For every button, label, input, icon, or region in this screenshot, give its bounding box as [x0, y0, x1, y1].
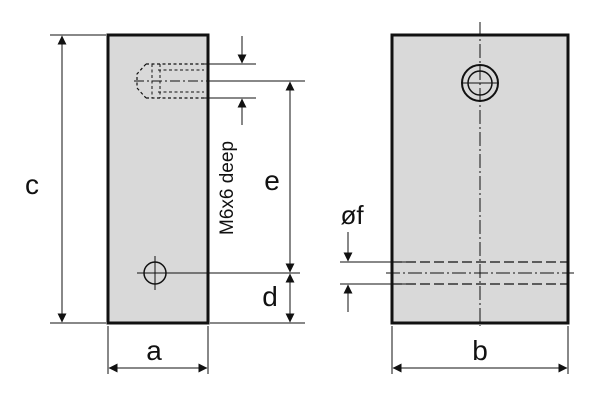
label-f: øf	[340, 200, 364, 230]
label-e: e	[264, 165, 280, 196]
front-view: øf b	[340, 22, 574, 374]
side-view: c a M6x6 deep e d	[25, 33, 305, 374]
dimension-f	[340, 232, 416, 312]
threaded-hole	[134, 63, 214, 99]
label-thread: M6x6 deep	[217, 141, 238, 235]
side-through-hole	[137, 256, 300, 290]
label-b: b	[472, 335, 488, 366]
label-d: d	[262, 281, 278, 312]
dimension-e	[214, 80, 305, 273]
front-through-hole	[386, 261, 574, 285]
front-threaded-hole	[461, 64, 499, 102]
dimension-thread	[204, 36, 256, 125]
label-a: a	[146, 335, 162, 366]
dimension-d	[210, 273, 305, 324]
dimension-b	[391, 326, 569, 374]
dimension-c	[50, 34, 106, 324]
label-c: c	[25, 169, 39, 200]
side-view-body	[106, 33, 210, 325]
dimension-a	[107, 326, 209, 374]
